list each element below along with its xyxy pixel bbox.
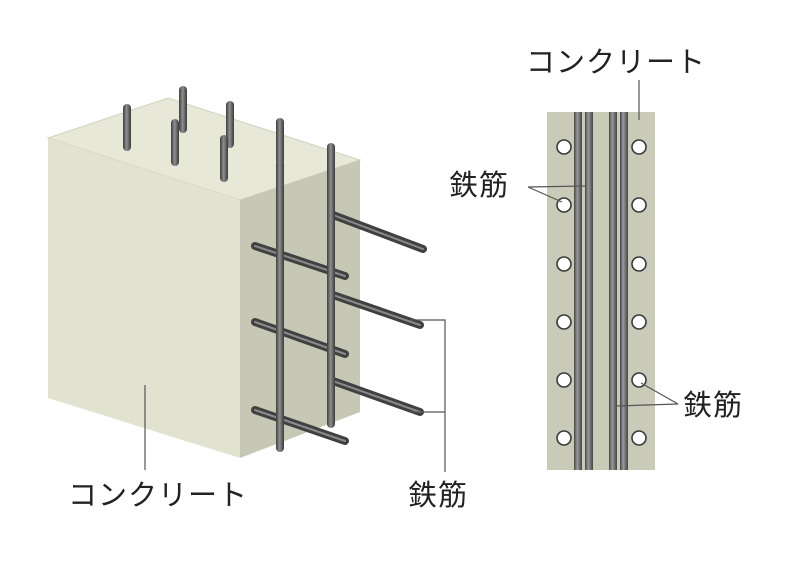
- rebar-cross-section: [631, 430, 647, 446]
- rebar-cross-section: [631, 197, 647, 213]
- section-rebar-leader: [527, 185, 586, 188]
- rebar-cross-section: [631, 314, 647, 330]
- rebar-vertical-bars: [276, 143, 335, 452]
- rebar-stub: [123, 104, 131, 151]
- left-leader-lines: [144, 319, 446, 472]
- section-rebar-label-lower: 鉄筋: [683, 388, 744, 422]
- section-rebar-leader: [640, 382, 679, 405]
- section-rebar: [620, 112, 628, 470]
- rebar-stub: [171, 119, 179, 166]
- section-rebar-leader: [615, 403, 679, 407]
- section-view: [547, 112, 655, 470]
- rebar-horizontal: [254, 409, 346, 442]
- block-concrete-label: コンクリート: [68, 478, 249, 512]
- rebar-stub: [220, 135, 228, 182]
- rebar-horizontal: [332, 214, 424, 250]
- rebar-cross-section: [631, 256, 647, 272]
- section-rebar: [609, 112, 617, 470]
- rebar-stub: [276, 118, 284, 165]
- rebar-cross-section: [556, 139, 572, 155]
- rebar-stub: [179, 86, 187, 133]
- rebar-stub: [226, 101, 234, 148]
- section-concrete: [547, 112, 655, 470]
- rebar-cross-section: [556, 314, 572, 330]
- concrete-block: [46, 97, 362, 458]
- rebar-vertical: [276, 160, 284, 452]
- rebar-cross-section: [556, 430, 572, 446]
- section-concrete-label: コンクリート: [526, 45, 707, 79]
- rebar-cross-section: [631, 139, 647, 155]
- rebar-cross-section: [556, 372, 572, 388]
- section-rebar-label-upper: 鉄筋: [449, 168, 510, 202]
- section-rebar: [585, 112, 593, 470]
- rebar-cross-sections: [556, 139, 647, 446]
- section-rebar-leader: [527, 186, 563, 203]
- rebar-stubs: [123, 86, 284, 182]
- concrete-front-face: [48, 138, 240, 458]
- rebar-leader-bracket: [410, 319, 446, 413]
- block-rebar-label: 鉄筋: [408, 478, 469, 512]
- rebar-cross-section: [556, 256, 572, 272]
- right-leader-lines: [527, 80, 679, 407]
- section-rebar: [574, 112, 582, 470]
- rebar-horizontal: [332, 294, 421, 326]
- rebar-vertical: [327, 143, 335, 428]
- rebar-horizontal: [332, 380, 421, 413]
